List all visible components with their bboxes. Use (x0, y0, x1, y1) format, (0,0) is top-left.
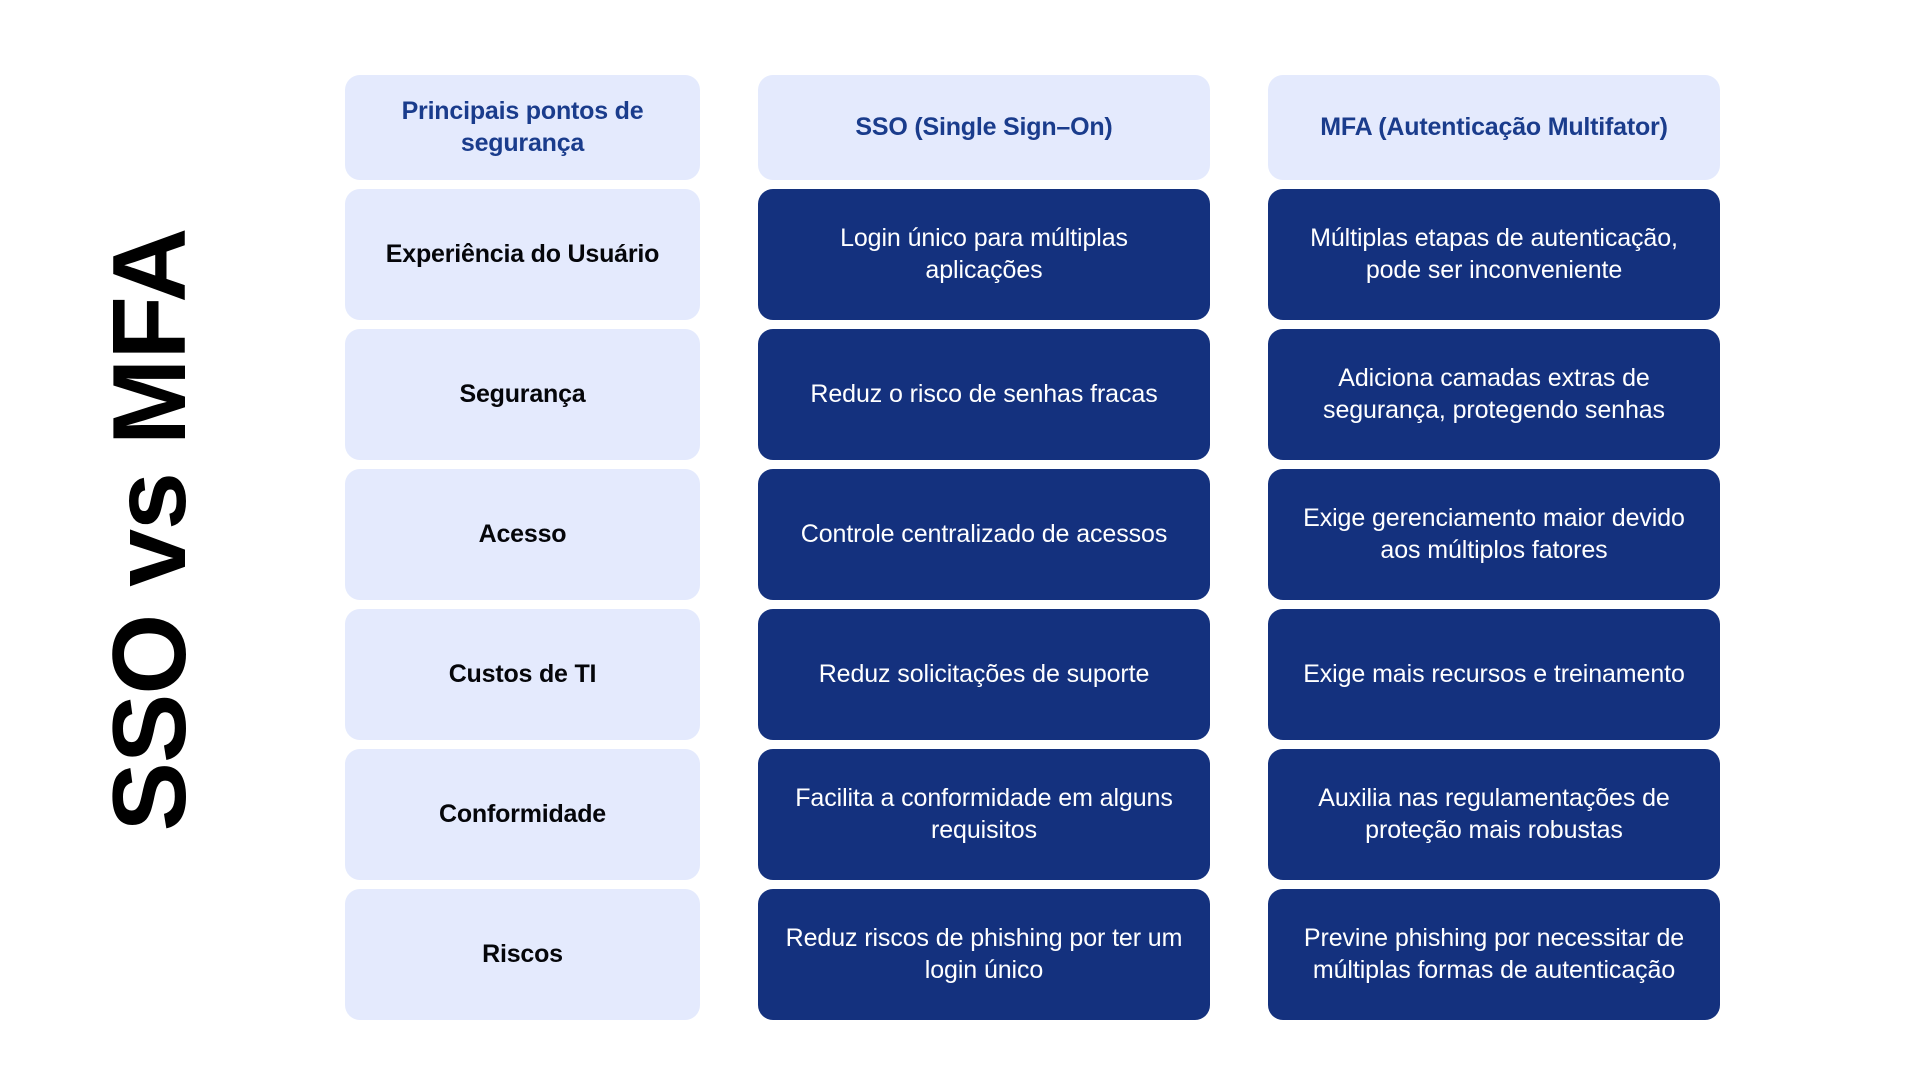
cell-sso-experiencia-do-usuario: Login único para múltiplas aplicações (758, 189, 1210, 320)
cell-sso-acesso: Controle centralizado de acessos (758, 469, 1210, 600)
row-label-seguranca: Segurança (345, 329, 700, 460)
cell-mfa-experiencia-do-usuario: Múltiplas etapas de autenticação, pode s… (1268, 189, 1720, 320)
table-header-aspect: Principais pontos de segurança (345, 75, 700, 180)
row-label-experiencia-do-usuario: Experiência do Usuário (345, 189, 700, 320)
cell-sso-riscos: Reduz riscos de phishing por ter um logi… (758, 889, 1210, 1020)
cell-mfa-seguranca: Adiciona camadas extras de segurança, pr… (1268, 329, 1720, 460)
side-title: SSO vs MFA (92, 228, 208, 832)
cell-sso-seguranca: Reduz o risco de senhas fracas (758, 329, 1210, 460)
comparison-table: Principais pontos de segurança SSO (Sing… (345, 75, 1720, 1020)
row-label-acesso: Acesso (345, 469, 700, 600)
row-label-custos-de-ti: Custos de TI (345, 609, 700, 740)
cell-mfa-conformidade: Auxilia nas regulamentações de proteção … (1268, 749, 1720, 880)
cell-sso-conformidade: Facilita a conformidade em alguns requis… (758, 749, 1210, 880)
table-header-sso: SSO (Single Sign–On) (758, 75, 1210, 180)
side-title-container: SSO vs MFA (0, 180, 300, 880)
table-header-mfa: MFA (Autenticação Multifator) (1268, 75, 1720, 180)
row-label-conformidade: Conformidade (345, 749, 700, 880)
row-label-riscos: Riscos (345, 889, 700, 1020)
cell-sso-custos-de-ti: Reduz solicitações de suporte (758, 609, 1210, 740)
cell-mfa-acesso: Exige gerenciamento maior devido aos múl… (1268, 469, 1720, 600)
cell-mfa-custos-de-ti: Exige mais recursos e treinamento (1268, 609, 1720, 740)
cell-mfa-riscos: Previne phishing por necessitar de múlti… (1268, 889, 1720, 1020)
